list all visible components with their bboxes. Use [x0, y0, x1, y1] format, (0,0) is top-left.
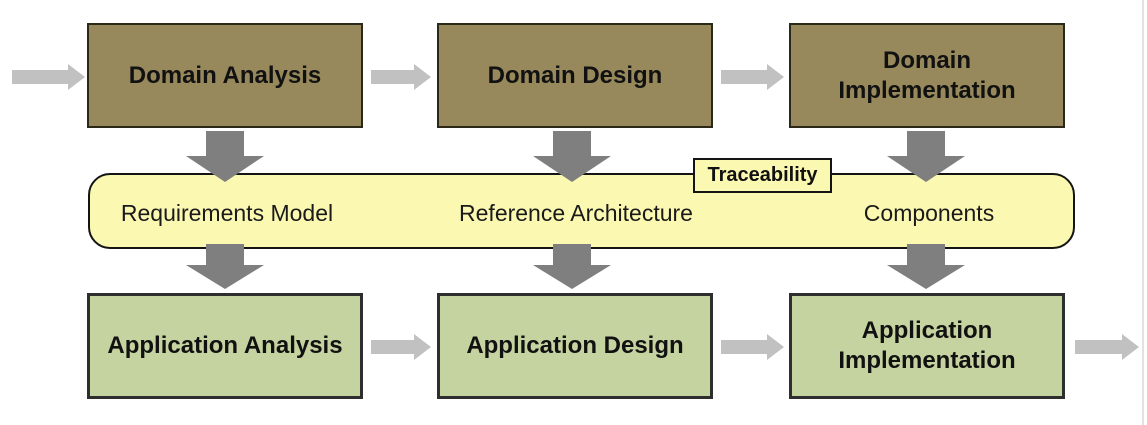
domain-implementation-box: Domain Implementation [789, 23, 1065, 128]
flow-arrow-icon [371, 334, 431, 360]
application-design-box: Application Design [437, 293, 713, 399]
flow-arrow-icon [1075, 334, 1139, 360]
flow-arrow-icon [371, 64, 431, 90]
traceability-tag: Traceability [693, 158, 832, 193]
application-analysis-box: Application Analysis [87, 293, 363, 399]
flow-arrow-icon [721, 64, 784, 90]
band-label-reference-architecture: Reference Architecture [459, 200, 693, 226]
application-design-label: Application Design [466, 332, 684, 359]
band-label-requirements-model: Requirements Model [120, 200, 334, 226]
down-arrow-icon [533, 244, 611, 289]
application-implementation-label: Application Implementation [838, 317, 1016, 374]
flow-arrow-icon [721, 334, 784, 360]
down-arrow-icon [186, 244, 264, 289]
down-arrow-icon [887, 244, 965, 289]
flow-arrow-icon [12, 64, 85, 90]
domain-analysis-label: Domain Analysis [128, 61, 322, 89]
domain-implementation-label: Domain Implementation [838, 46, 1016, 104]
page-edge-line [1142, 0, 1144, 425]
traceability-tag-label: Traceability [707, 164, 818, 186]
domain-design-box: Domain Design [437, 23, 713, 128]
band-label-components: Components [863, 200, 995, 226]
domain-analysis-box: Domain Analysis [87, 23, 363, 128]
application-analysis-label: Application Analysis [107, 332, 343, 359]
application-implementation-box: Application Implementation [789, 293, 1065, 399]
domain-design-label: Domain Design [487, 61, 663, 89]
